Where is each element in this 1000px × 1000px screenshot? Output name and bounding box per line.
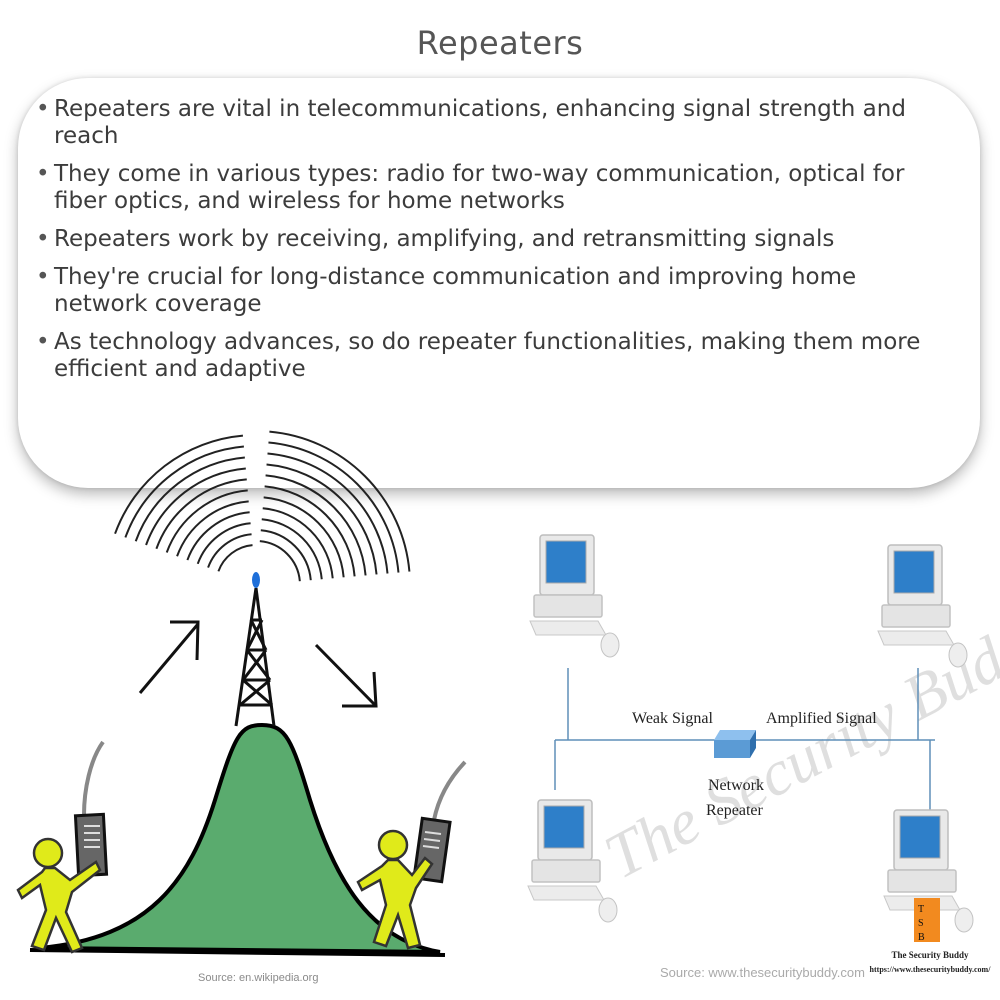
bullet-item: As technology advances, so do repeater f… (36, 329, 956, 383)
radio-wave-arc (155, 478, 247, 550)
radio-wave-arc (268, 441, 400, 573)
radio-wave-arc (165, 489, 248, 553)
repeater-label-line1: Network (708, 777, 764, 794)
radio-wave-arc (114, 434, 244, 535)
bullet-item: They come in various types: radio for tw… (36, 161, 956, 215)
radio-wave-arc (260, 529, 312, 581)
radio-waves-left (114, 434, 253, 572)
radio-wave-arc (196, 522, 251, 565)
radio-wave-arc (261, 518, 323, 580)
radio-wave-arc (145, 467, 246, 546)
radio-wave-arc (262, 507, 334, 579)
radio-waves-right (259, 430, 411, 582)
radio-wave-arc (176, 500, 249, 557)
radio-wave-arc (124, 445, 244, 538)
radio-wave-arc (186, 511, 250, 561)
page-title: Repeaters (416, 24, 584, 62)
tower-icon (234, 587, 276, 727)
bullet-item: They're crucial for long-distance commun… (36, 264, 956, 318)
hill-shape (39, 722, 441, 954)
svg-text:B: B (918, 932, 925, 943)
bullet-item: Repeaters are vital in telecommunication… (36, 96, 956, 150)
person-right-icon (356, 760, 467, 950)
arrow-down-right-icon (314, 643, 378, 708)
amplified-signal-label: Amplified Signal (766, 710, 877, 727)
logo-name: The Security Buddy (891, 950, 969, 960)
repeater-label-line2: Repeater (706, 802, 764, 819)
radio-wave-arc (263, 496, 345, 578)
radio-wave-arc (207, 533, 252, 568)
bullet-item: Repeaters work by receiving, amplifying,… (36, 226, 956, 253)
weak-signal-label: Weak Signal (632, 710, 713, 727)
person-left-icon (16, 740, 109, 954)
antenna-tip-icon (252, 572, 260, 588)
right-source-caption: Source: www.thesecuritybuddy.com (660, 965, 865, 980)
left-source-caption: Source: en.wikipedia.org (198, 972, 319, 984)
radio-wave-arc (269, 430, 411, 572)
radio-wave-arc (259, 540, 301, 582)
radio-wave-arc (266, 463, 378, 575)
computer-icon (527, 799, 618, 923)
svg-text:T: T (918, 904, 924, 915)
bullet-list: Repeaters are vital in telecommunication… (36, 96, 956, 394)
computer-icon (877, 544, 968, 668)
ground-line (29, 948, 446, 957)
radio-wave-arc (265, 474, 367, 576)
network-repeater-icon (714, 730, 756, 758)
radio-wave-arc (134, 456, 245, 542)
security-buddy-logo: T S B (914, 898, 940, 943)
arrow-up-right-icon (138, 620, 200, 694)
logo-url: https://www.thesecuritybuddy.com/ (870, 965, 992, 974)
svg-text:S: S (918, 918, 924, 929)
radio-wave-arc (267, 452, 389, 574)
computer-icon (529, 534, 620, 658)
radio-wave-arc (264, 485, 356, 577)
radio-wave-arc (217, 544, 253, 572)
